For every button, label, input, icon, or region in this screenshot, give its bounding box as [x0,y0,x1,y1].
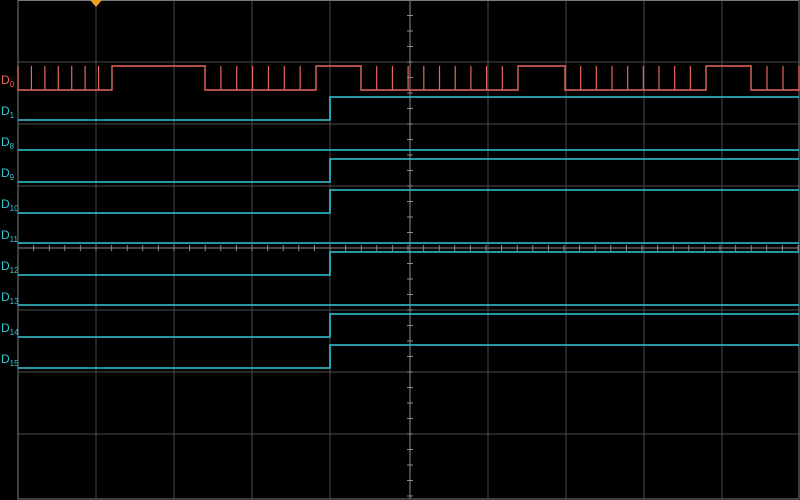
channel-label-d9[interactable]: D9 [1,167,14,184]
channel-prefix: D [1,321,10,335]
trace-d12 [18,251,799,276]
channel-prefix: D [1,352,10,366]
channel-prefix: D [1,135,10,149]
channel-number: 8 [9,142,15,151]
channel-number: 15 [9,359,19,368]
channel-label-d1[interactable]: D1 [1,105,14,122]
channel-number: 13 [9,297,19,306]
channel-number: 11 [9,235,18,244]
trace-d14 [18,313,799,338]
channel-prefix: D [1,166,10,180]
graticule-frame [17,0,800,500]
channel-prefix: D [1,73,10,87]
channel-prefix: D [1,197,10,211]
channel-prefix: D [1,104,10,118]
trace-d9 [18,158,799,183]
channel-prefix: D [1,259,10,273]
trace-d1 [18,96,799,121]
trace-d10 [18,189,799,214]
channel-label-d11[interactable]: D11 [1,229,18,246]
channel-label-d8[interactable]: D8 [1,136,14,153]
channel-number: 10 [9,204,19,213]
channel-number: 0 [9,80,15,89]
channel-number: 12 [9,266,19,275]
channel-label-d0[interactable]: D0 [1,74,14,91]
channel-number: 1 [9,111,15,120]
channel-label-d12[interactable]: D12 [1,260,19,277]
channel-label-d10[interactable]: D10 [1,198,19,215]
channel-prefix: D [1,228,10,242]
trace-d0 [17,65,800,91]
channel-prefix: D [1,290,10,304]
trace-d15 [18,344,799,369]
channel-label-d15[interactable]: D15 [1,353,19,370]
channel-number: 9 [9,173,15,182]
channel-label-d14[interactable]: D14 [1,322,19,339]
channel-number: 14 [9,328,19,337]
trigger-position-icon[interactable] [90,0,102,7]
channel-label-d13[interactable]: D13 [1,291,19,308]
